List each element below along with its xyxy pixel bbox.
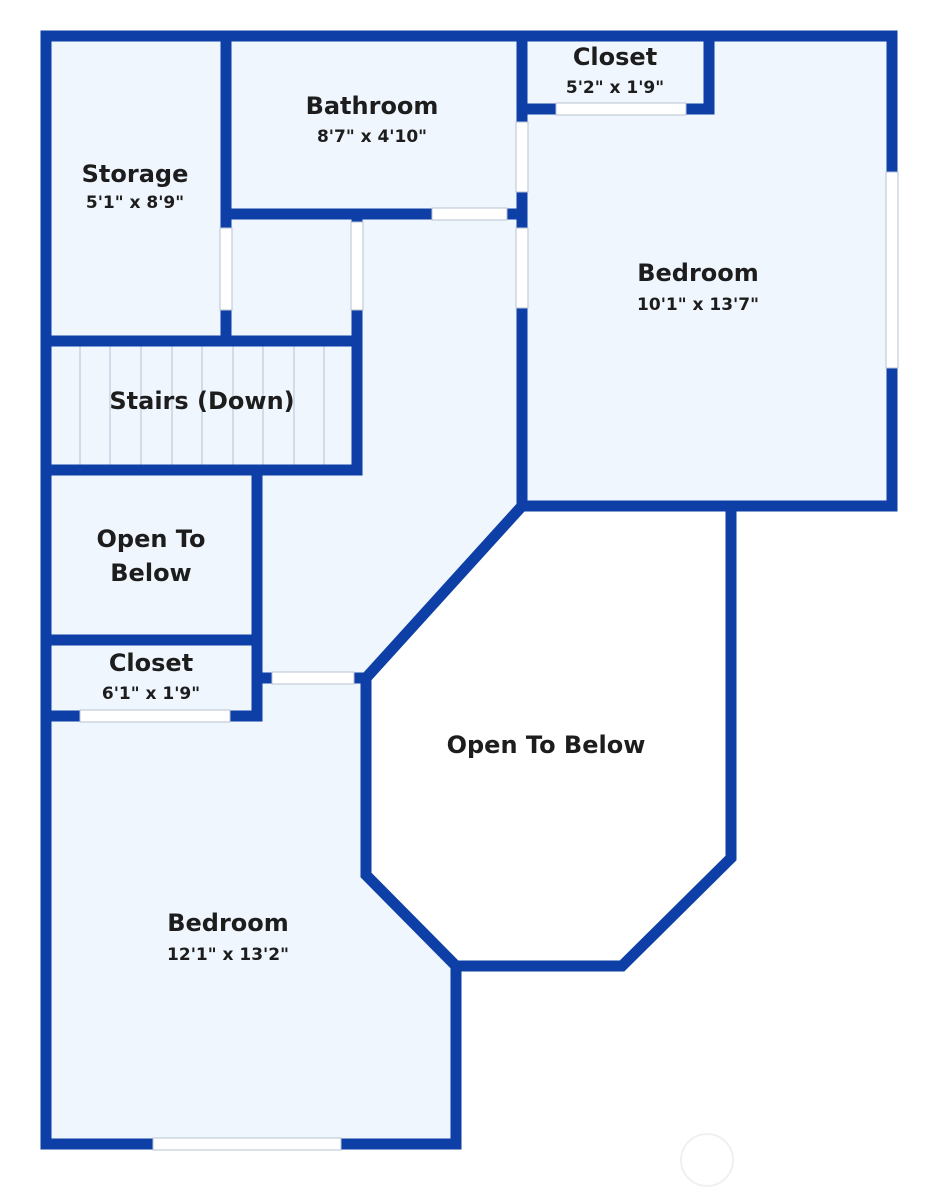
door-closet-top [555, 102, 687, 116]
bedroom-top-dims: 10'1" x 13'7" [637, 295, 759, 315]
bedroom-bottom-floor [46, 678, 456, 1144]
door-bath-bedroom [515, 121, 529, 193]
openings [79, 102, 899, 1151]
closet-top-dims: 5'2" x 1'9" [566, 78, 664, 98]
hall-floor [226, 214, 522, 341]
stairs-name: Stairs (Down) [109, 387, 294, 415]
watermark-ring [680, 1133, 734, 1187]
bathroom-floor [226, 36, 522, 214]
door-bathroom [431, 207, 508, 221]
closet-left-dims: 6'1" x 1'9" [102, 684, 200, 704]
bedroom-bottom-name: Bedroom [167, 909, 289, 937]
wall-open-center-left [360, 498, 530, 974]
window-bedroom-top [885, 171, 899, 369]
window-bedroom-bottom [152, 1137, 342, 1151]
storage-name: Storage [82, 160, 189, 188]
open-center-name: Open To Below [447, 731, 646, 759]
open-left-floor [46, 470, 257, 640]
door-bedroom-bottom [271, 671, 355, 685]
bedroom-top-name: Bedroom [637, 259, 759, 287]
room-labels: Storage 5'1" x 8'9" Bathroom 8'7" x 4'10… [82, 43, 759, 965]
door-closet-left [79, 709, 231, 723]
bedroom-bottom-dims: 12'1" x 13'2" [167, 945, 289, 965]
door-storage [219, 227, 233, 311]
closet-top-name: Closet [573, 43, 657, 71]
open-left-name-line1: Open To [97, 525, 206, 553]
open-center-floor [366, 506, 731, 966]
door-hall-closet [350, 221, 364, 311]
open-left-name-line2: Below [110, 559, 191, 587]
stair-treads [79, 346, 325, 465]
storage-dims: 5'1" x 8'9" [86, 193, 184, 213]
bathroom-name: Bathroom [306, 92, 439, 120]
door-bedroom-top [515, 227, 529, 309]
storage-floor [46, 36, 226, 341]
bathroom-dims: 8'7" x 4'10" [317, 127, 427, 147]
closet-left-name: Closet [109, 649, 193, 677]
